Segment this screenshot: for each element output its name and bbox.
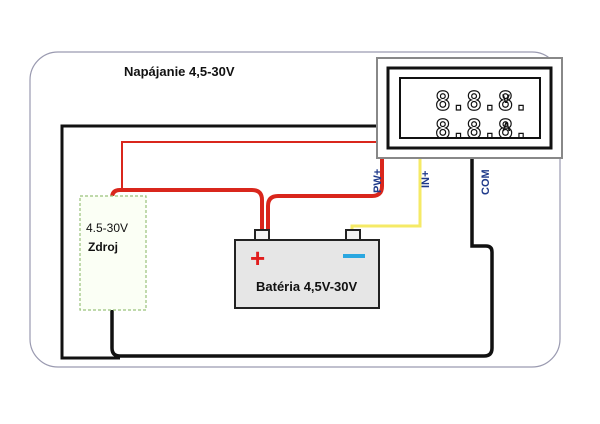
pin-label-com: COM [480,169,492,195]
power-source-box [79,195,147,311]
black-wire-left [60,124,380,360]
meter-display [399,77,541,139]
battery-body [234,239,380,309]
meter-bezel [386,66,553,150]
pin-label-in: IN+ [420,170,432,188]
meter-digits-top: 8.8.8. [435,87,529,117]
pin-label-pw: PW+ [372,168,384,193]
battery-plus-sign: + [250,243,266,273]
source-name-label: Zdroj [88,240,118,254]
diagram-title: Napájanie 4,5-30V [124,64,235,79]
black-wire-com [110,158,494,358]
battery-terminal-minus [345,229,361,241]
meter-unit-voltage: V [502,92,511,106]
meter-outer [376,57,563,159]
meter-unit-ampere: A [502,120,511,134]
diagram-frame [29,51,561,368]
meter-digits-bottom: 8.8.8. [435,115,529,145]
source-voltage-label: 4.5-30V [86,221,129,235]
battery-terminal-plus [254,229,270,241]
red-wire-thin [121,141,380,190]
battery-label: Batéria 4,5V-30V [256,279,358,294]
red-wire-thick [110,158,384,232]
battery-minus-sign [343,254,365,258]
